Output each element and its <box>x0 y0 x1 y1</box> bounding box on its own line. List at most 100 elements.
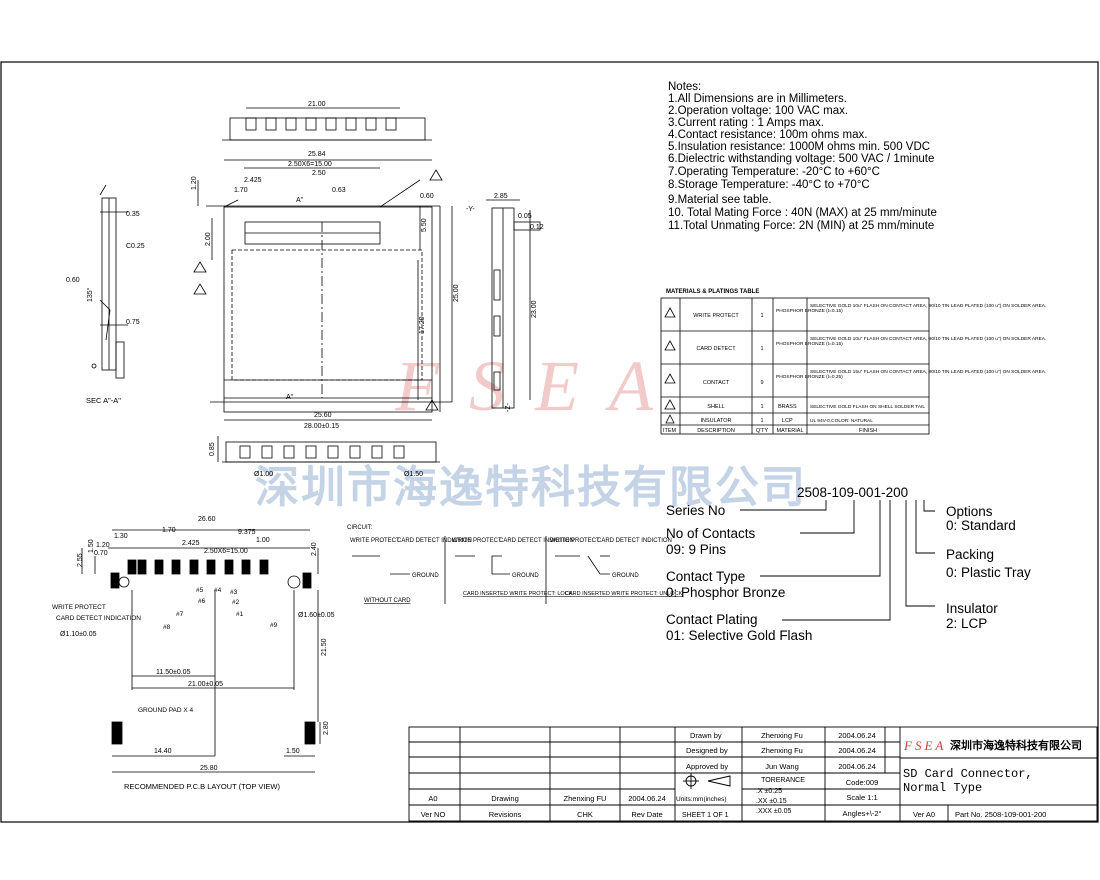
title-block: A0 Drawing Zhenxing FU 2004.06.24 Ver NO… <box>408 726 1098 822</box>
pcb-label: GROUND PAD X 4 <box>138 707 194 714</box>
field-title: Contact Plating <box>666 612 758 627</box>
material-qty: 1 <box>760 418 763 424</box>
material-qty: 1 <box>760 404 763 410</box>
dim-text: 21.00±0.05 <box>188 681 223 688</box>
dim-text: 25.60 <box>314 412 332 419</box>
field-value: 09: 9 Pins <box>666 542 726 557</box>
note-item: 1.All Dimensions are in Millimeters. <box>668 93 847 105</box>
field-title: Packing <box>946 547 994 562</box>
dim-text: 11.50±0.05 <box>156 669 191 676</box>
material-finish: SELECTIVE GOLD 10u" FLASH ON CONTACT ARE… <box>810 303 1046 309</box>
dim-text: A" <box>296 197 304 204</box>
dim-text: -Y- <box>466 206 475 213</box>
notes-block: Notes: 1.All Dimensions are in Millimete… <box>668 81 937 232</box>
dim-text: 1.50 <box>286 748 300 755</box>
materials-header-item: ITEM <box>663 428 677 434</box>
code: Code:009 <box>846 778 879 787</box>
tolerance-1: .X ±0.25 <box>756 788 782 795</box>
pcb-label: CARD DETECT INDICATION <box>56 615 141 622</box>
material-finish: SELECTIVE GOLD FLASH ON SHELL SOLDER TAI… <box>810 404 925 410</box>
note-item: 6.Dielectric withstanding voltage: 500 V… <box>668 153 934 165</box>
company-name: 深圳市海逸特科技有限公司 <box>950 738 1082 752</box>
dim-text: -Z- <box>505 402 512 412</box>
dim-text: 17.20 <box>419 316 426 334</box>
rev-chk: Zhenxing FU <box>564 794 607 803</box>
pcb-label: #4 <box>214 587 222 594</box>
material-name: BRASS <box>778 404 797 410</box>
material-desc: INSULATOR <box>701 418 732 424</box>
note-item: 4.Contact resistance: 100m ohms max. <box>668 129 867 141</box>
dim-text: 2.50X6=15.00 <box>204 548 248 555</box>
pcb-label: #7 <box>176 611 184 618</box>
part-no: Part No. 2508-109-001-200 <box>955 810 1046 819</box>
scale: Scale 1:1 <box>846 793 877 802</box>
circuit-label-ground: GROUND <box>612 573 639 579</box>
material-desc: CARD DETECT <box>696 346 736 352</box>
material-name: PHOSPHOR BRONZE (t=0.25) <box>776 374 843 380</box>
front-view-dimensions: 0.85 Ø1.00 Ø1.50 <box>209 442 423 478</box>
dim-text: 0.35 <box>126 211 140 218</box>
dim-text: 2.50 <box>312 170 326 177</box>
tolerance-label: TORERANCE <box>761 777 805 784</box>
dim-text: Ø1.10±0.05 <box>60 631 97 638</box>
circuit-label-card-detect: CARD DETECT INDICTION <box>597 538 672 544</box>
field-title: No of Contacts <box>666 526 756 541</box>
watermark-company: 深圳市海逸特科技有限公司 <box>255 463 807 512</box>
watermark-logo: FSEA <box>394 346 683 426</box>
dim-text: 0.75 <box>126 319 140 326</box>
designed-label: Designed by <box>686 746 728 755</box>
note-item: 8.Storage Temperature: -40°C to +70°C <box>668 179 870 191</box>
material-qty: 9 <box>760 380 763 386</box>
material-name: PHOSPHOR BRONZE (t=0.15) <box>776 308 843 314</box>
watermark: FSEA 深圳市海逸特科技有限公司 <box>255 346 807 512</box>
circuit-label-write-protect: WRITE PROTECT <box>452 538 502 544</box>
material-qty: 1 <box>760 346 763 352</box>
designed-date: 2004.06.24 <box>838 746 876 755</box>
rev-revisions: Drawing <box>491 794 519 803</box>
dim-text: 2.50X6=15.00 <box>288 161 332 168</box>
side-view-drawing <box>486 199 541 409</box>
material-finish: SELECTIVE GOLD 15u" FLASH ON CONTACT ARE… <box>810 369 1046 375</box>
pcb-label: WRITE PROTECT <box>52 604 106 611</box>
material-name: PHOSPHOR BRONZE (t=0.15) <box>776 341 843 347</box>
front-view-drawing <box>217 436 440 463</box>
drawn-label: Drawn by <box>690 731 722 740</box>
note-item: 5.Insulation resistance: 1000M ohms min.… <box>668 141 930 153</box>
rev-header-chk: CHK <box>577 810 593 819</box>
dim-text: 1.30 <box>114 533 128 540</box>
dim-text: Ø1.50 <box>404 471 423 478</box>
dim-text: 21.00 <box>308 101 326 108</box>
dim-text: 0.70 <box>94 550 108 557</box>
section-label: SEC A"-A" <box>86 396 121 405</box>
dim-text: 2.40 <box>311 542 318 556</box>
approved-name: Jun Wang <box>765 762 799 771</box>
pcb-title: RECOMMENDED P.C.B LAYOUT (TOP VIEW) <box>124 782 281 791</box>
dim-text: Ø1.60±0.05 <box>298 612 335 619</box>
section-view-dimensions: 0.35 C0.25 0.60 0.75 135° SEC A"-A" <box>66 211 145 405</box>
note-item: 3.Current rating : 1 Amps max. <box>668 117 824 129</box>
circuit-label-ground: GROUND <box>412 573 439 579</box>
field-title: Insulator <box>946 601 998 616</box>
notes-heading: Notes: <box>668 81 701 93</box>
materials-table: MATERIALS & PLATINGS TABLE WRITE PROTECT… <box>660 289 1046 435</box>
dim-text: 0.85 <box>209 442 216 456</box>
dim-text: 2.425 <box>244 177 262 184</box>
dim-text: 26.60 <box>198 516 216 523</box>
dim-text: 5.50 <box>421 218 428 232</box>
dim-text: C0.25 <box>126 243 145 250</box>
circuit-state: CARD INSERTED WRITE PROTECT: UNLOCK <box>565 591 683 597</box>
top-view-drawing <box>193 107 453 421</box>
dim-text: 0.63 <box>332 187 346 194</box>
dim-text: 23.00 <box>531 300 538 318</box>
material-name: LCP <box>782 418 793 424</box>
material-qty: 1 <box>760 313 763 319</box>
field-title: Series No <box>666 503 725 518</box>
rev-ver: A0 <box>428 794 437 803</box>
dim-text: A" <box>286 394 294 401</box>
materials-header-description: DESCRIPTION <box>697 428 735 434</box>
dim-text: 2.425 <box>182 540 200 547</box>
rev-header-ver: Ver NO <box>421 810 446 819</box>
dim-text: 2.55 <box>77 553 84 567</box>
pcb-label: #5 <box>196 587 204 594</box>
note-item: 7.Operating Temperature: -20°C to +60°C <box>668 166 880 178</box>
